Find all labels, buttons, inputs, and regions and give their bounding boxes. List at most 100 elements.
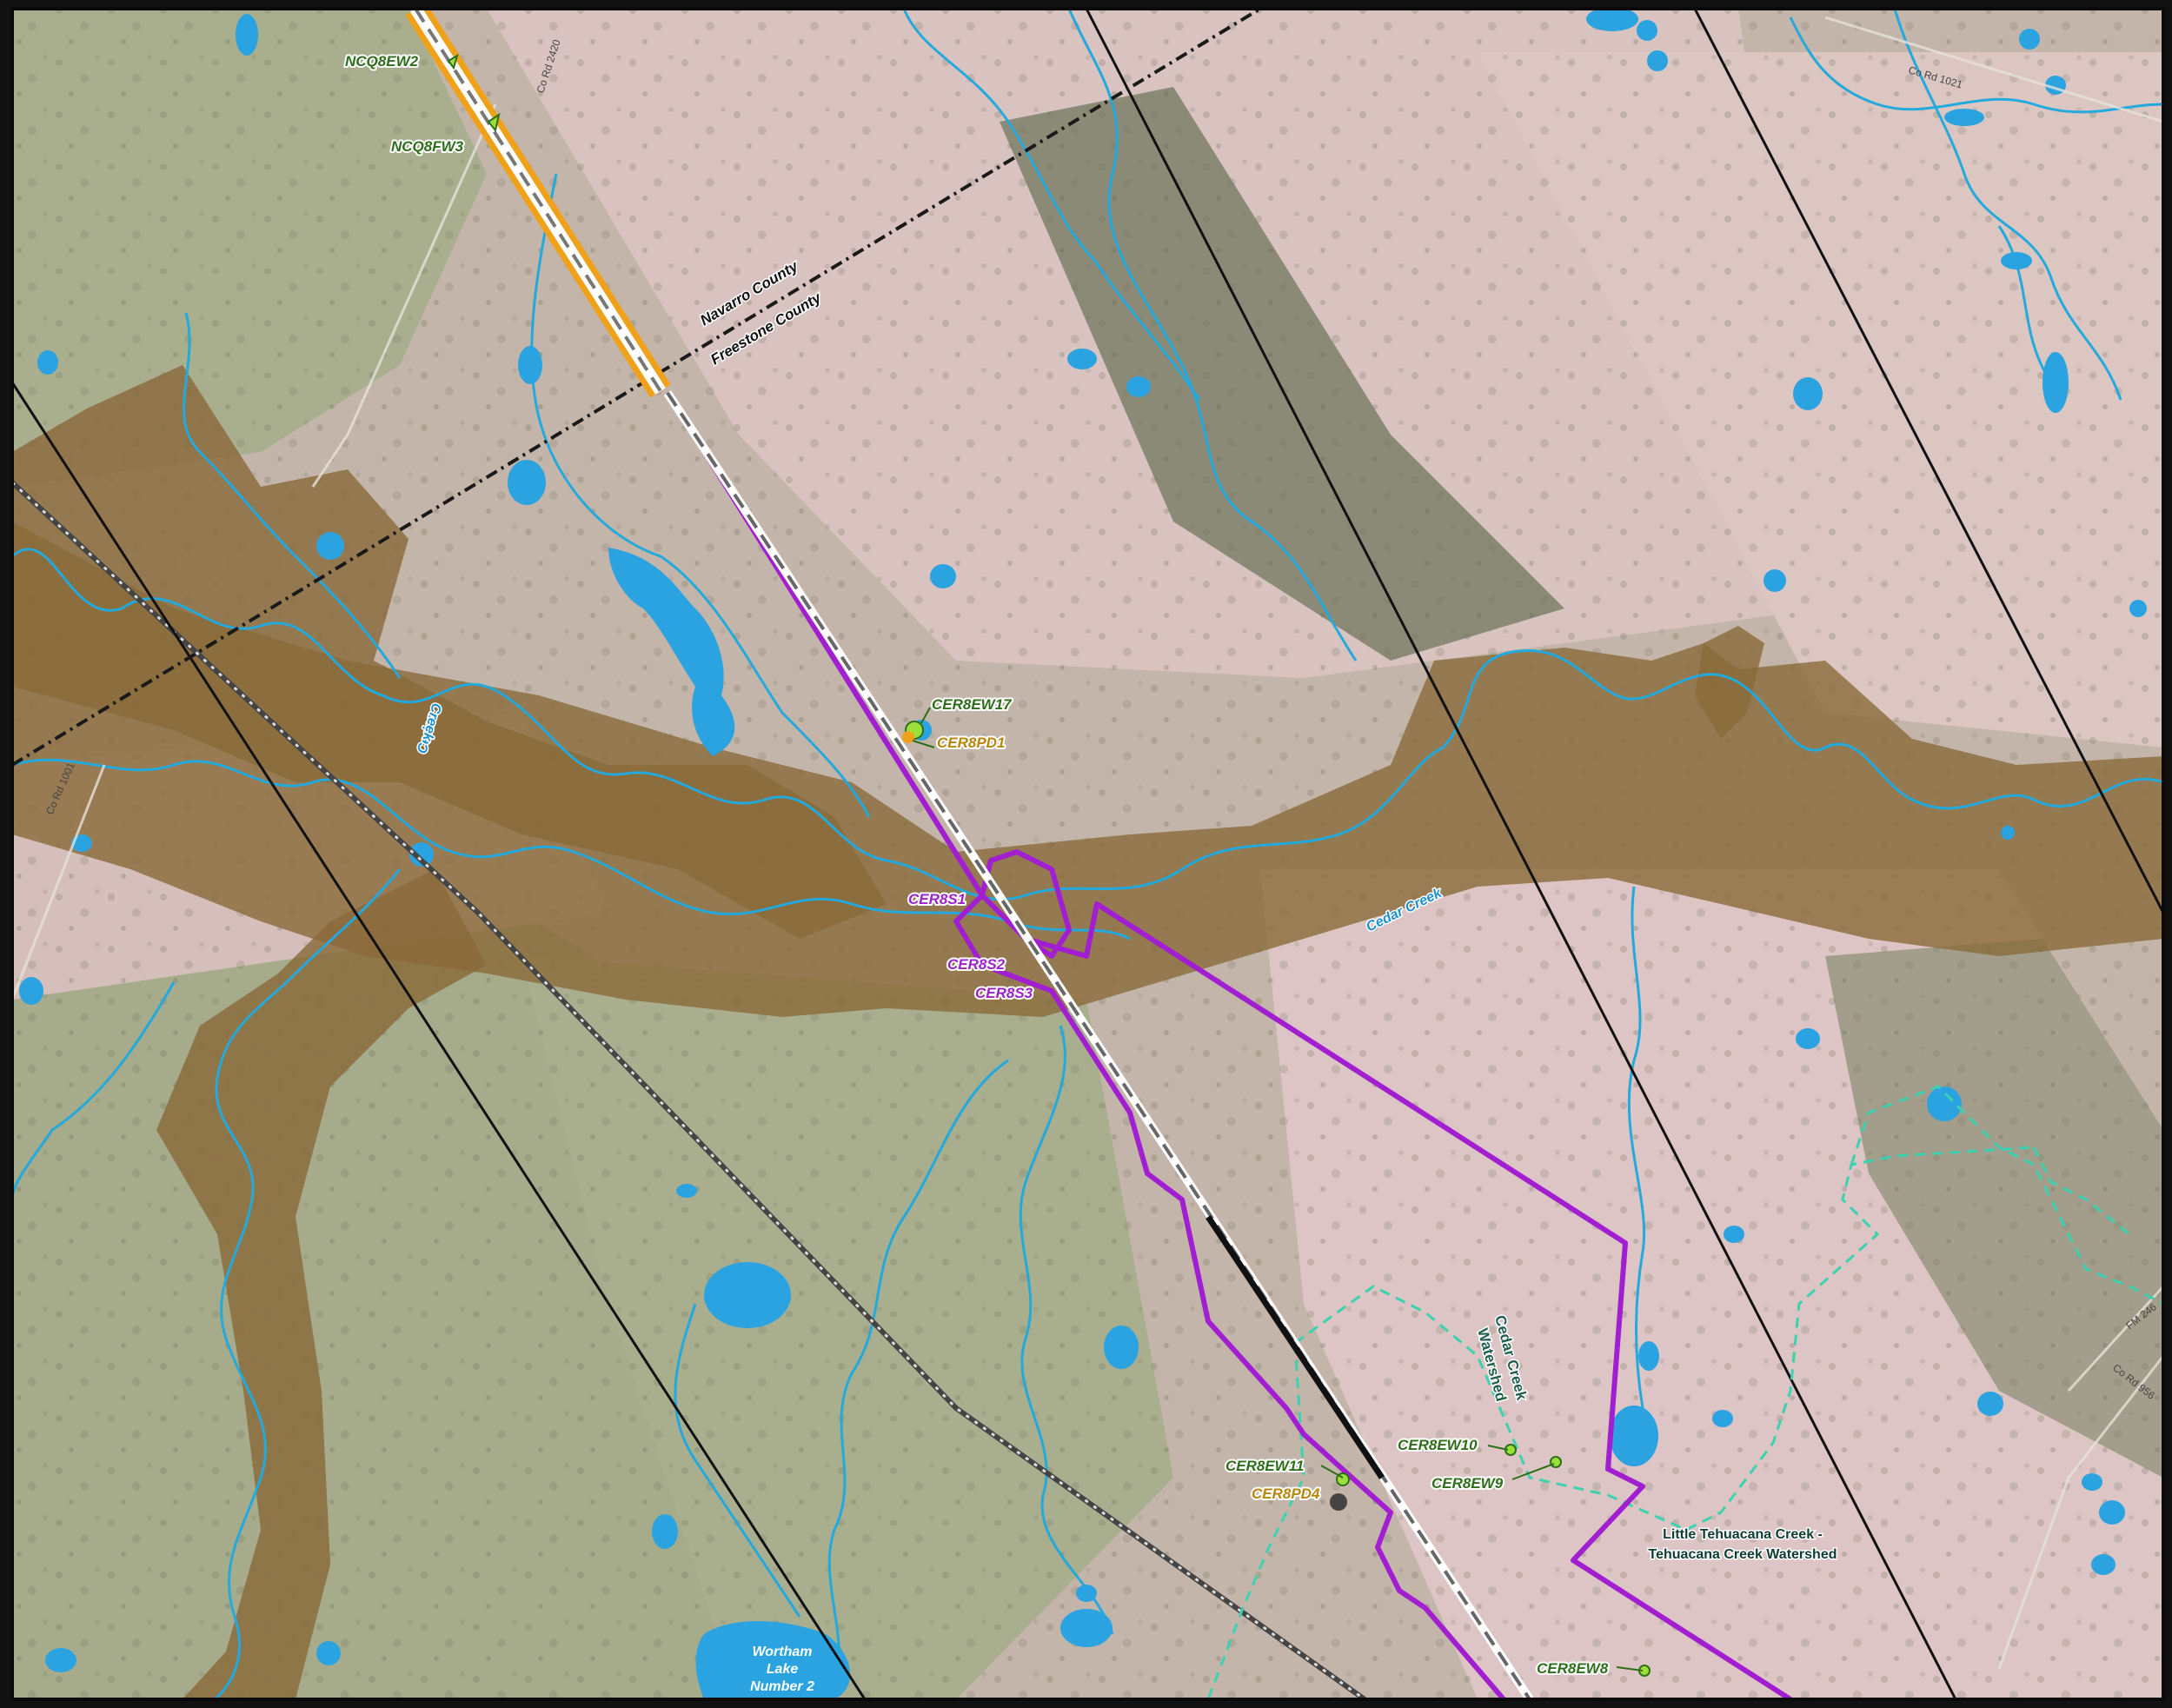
- pond: [1638, 1341, 1659, 1371]
- pond: [652, 1514, 678, 1549]
- feature-label-ncq8ew2[interactable]: NCQ8EW2: [343, 51, 421, 71]
- floodplain-east-lobe: [1695, 626, 1764, 739]
- pond: [1126, 376, 1151, 397]
- pond: [2082, 1473, 2102, 1491]
- pond-marker-cer8pd4[interactable]: [1330, 1493, 1347, 1511]
- route-corridor-west[interactable]: [665, 391, 1506, 1699]
- feature-label-cer8pd4[interactable]: CER8PD4: [1250, 1484, 1322, 1504]
- transmission-line-east: [1693, 9, 2163, 914]
- north-tributary-3: [530, 173, 871, 818]
- wetland-marker-cer8ew9[interactable]: [1550, 1456, 1562, 1468]
- pond: [1712, 1410, 1733, 1427]
- feature-label-cer8pd1[interactable]: CER8PD1: [935, 733, 1006, 753]
- leader-lines: [912, 707, 1644, 1671]
- feature-label-cer8ew17[interactable]: CER8EW17: [930, 694, 1014, 714]
- feature-label-cer8ew11[interactable]: CER8EW11: [1224, 1456, 1305, 1476]
- nw-tributary: [183, 312, 402, 679]
- pond: [2042, 352, 2069, 413]
- south-tributary-1: [827, 1059, 1009, 1699]
- transmission-line-center: [1085, 9, 1957, 1699]
- pond: [2091, 1554, 2116, 1575]
- map-border: [10, 7, 2165, 1701]
- feature-label-ncq8fw3[interactable]: NCQ8FW3: [389, 136, 466, 156]
- streams: [12, 9, 2163, 1699]
- watershed-boundary-loop[interactable]: [1850, 1085, 2163, 1306]
- south-tributary-4: [674, 1303, 801, 1618]
- feature-label-cer8s3[interactable]: CER8S3: [973, 983, 1035, 1003]
- feature-markers: [447, 53, 1651, 1677]
- pond: [1610, 1406, 1658, 1466]
- feature-label-cer8ew10[interactable]: CER8EW10: [1396, 1435, 1479, 1455]
- north-tributary-2: [902, 9, 1201, 401]
- road-co-rd-2420: [311, 103, 497, 488]
- feature-label-cer8ew8[interactable]: CER8EW8: [1535, 1658, 1611, 1678]
- pond: [2001, 252, 2032, 269]
- county-boundary[interactable]: [12, 9, 1262, 767]
- east-stream: [1997, 225, 2053, 383]
- feature-label-cer8ew9[interactable]: CER8EW9: [1430, 1473, 1505, 1493]
- pond: [316, 1641, 341, 1665]
- feature-label-cer8s2[interactable]: CER8S2: [946, 954, 1007, 974]
- watershed-label-tehuacana-1[interactable]: Little Tehuacana Creek -: [1662, 1526, 1824, 1544]
- ponds: [19, 9, 2147, 1699]
- lake-label-line1[interactable]: Wortham: [752, 1645, 812, 1659]
- lake-label-line2[interactable]: Lake: [767, 1662, 799, 1677]
- south-tributary-2: [1019, 1025, 1114, 1635]
- railroad: [12, 480, 1366, 1699]
- west-tributary: [12, 981, 176, 1200]
- floodplain-main: [12, 522, 2163, 1017]
- pond: [409, 842, 434, 867]
- wetland-marker-ncq8ew2[interactable]: [447, 53, 459, 70]
- railroad-line: [12, 480, 1366, 1699]
- pond: [704, 1262, 791, 1328]
- feature-label-cer8s1[interactable]: CER8S1: [907, 889, 967, 909]
- southwest-meander: [212, 868, 402, 1699]
- pond: [2129, 600, 2147, 617]
- pipeline-route-north[interactable]: [405, 9, 671, 398]
- pond: [2001, 826, 2015, 840]
- pond: [930, 564, 956, 588]
- route-corridor-main[interactable]: [665, 391, 1792, 1699]
- ne-stream: [1893, 9, 2122, 401]
- north-tributary-1: [1067, 9, 1358, 661]
- watershed-label-tehuacana-2[interactable]: Tehuacana Creek Watershed: [1647, 1546, 1838, 1564]
- pipeline-route-corridor[interactable]: [665, 391, 1792, 1699]
- road-co-rd-956: [1997, 1355, 2163, 1670]
- cedar-creek-stream: [12, 548, 2163, 901]
- pond: [1104, 1326, 1139, 1369]
- pond: [1060, 1609, 1113, 1647]
- pond: [1764, 569, 1786, 592]
- pond: [518, 346, 542, 384]
- lake-label-line3[interactable]: Number 2: [750, 1679, 814, 1694]
- transmission-lines: [12, 9, 2163, 1699]
- pond-marker-cer8pd1[interactable]: [902, 731, 914, 743]
- pond: [1586, 9, 1638, 31]
- pond: [1067, 349, 1097, 369]
- pond: [1076, 1585, 1097, 1602]
- roads: [12, 16, 2163, 1670]
- floodplain-southwest: [156, 869, 487, 1699]
- wortham-lake-2: [695, 1621, 851, 1699]
- pipeline-centerline: [663, 390, 1534, 1699]
- pond: [316, 532, 344, 560]
- watershed-boundary-east[interactable]: [2032, 1146, 2130, 1236]
- pond: [1724, 1226, 1744, 1243]
- transmission-line-west: [12, 382, 867, 1699]
- pond: [508, 460, 546, 505]
- pond: [1637, 20, 1657, 41]
- pond: [1927, 1087, 1962, 1121]
- pond: [2099, 1500, 2125, 1525]
- road-co-rd-1001: [12, 764, 106, 1000]
- pond: [676, 1184, 697, 1198]
- watershed-boundary-west[interactable]: [1294, 1146, 2035, 1532]
- pond: [1944, 109, 1984, 126]
- pond: [1796, 1028, 1820, 1049]
- pond: [1977, 1392, 2003, 1416]
- road-co-rd-1021: [1824, 16, 2163, 123]
- wetland-marker-ncq8fw3[interactable]: [487, 112, 501, 133]
- pond: [236, 14, 258, 56]
- pond: [45, 1648, 76, 1672]
- route-corridor-loop[interactable]: [980, 849, 1072, 959]
